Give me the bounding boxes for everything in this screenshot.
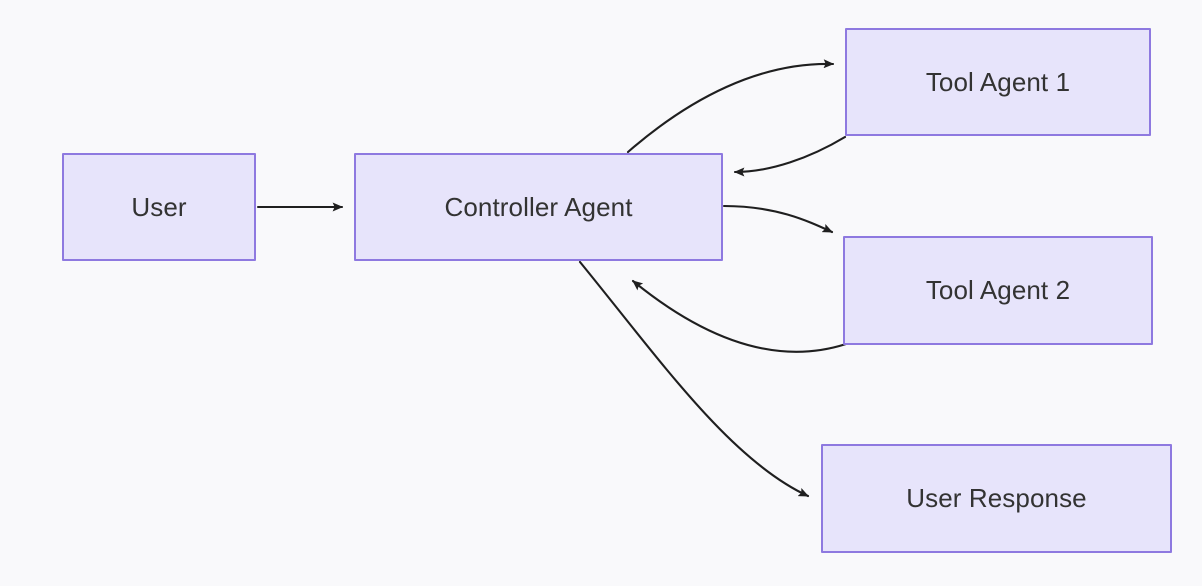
node-controller-agent[interactable]: Controller Agent <box>354 153 723 261</box>
edge-controller-to-tool-agent-2 <box>722 204 834 234</box>
node-tool-agent-1-label: Tool Agent 1 <box>925 66 1071 97</box>
node-controller-agent-label: Controller Agent <box>444 191 633 222</box>
node-user[interactable]: User <box>62 153 256 261</box>
node-user-label: User <box>131 191 187 222</box>
node-tool-agent-1[interactable]: Tool Agent 1 <box>845 28 1151 136</box>
edge-controller-to-tool-agent-1 <box>626 59 835 154</box>
node-tool-agent-2-label: Tool Agent 2 <box>925 275 1071 306</box>
edge-tool-agent-1-to-controller <box>733 135 847 177</box>
node-tool-agent-2[interactable]: Tool Agent 2 <box>843 236 1153 345</box>
edge-tool-agent-2-to-controller <box>631 279 848 353</box>
node-user-response[interactable]: User Response <box>821 444 1172 553</box>
node-user-response-label: User Response <box>906 483 1087 514</box>
edge-controller-to-user-response <box>578 260 810 498</box>
